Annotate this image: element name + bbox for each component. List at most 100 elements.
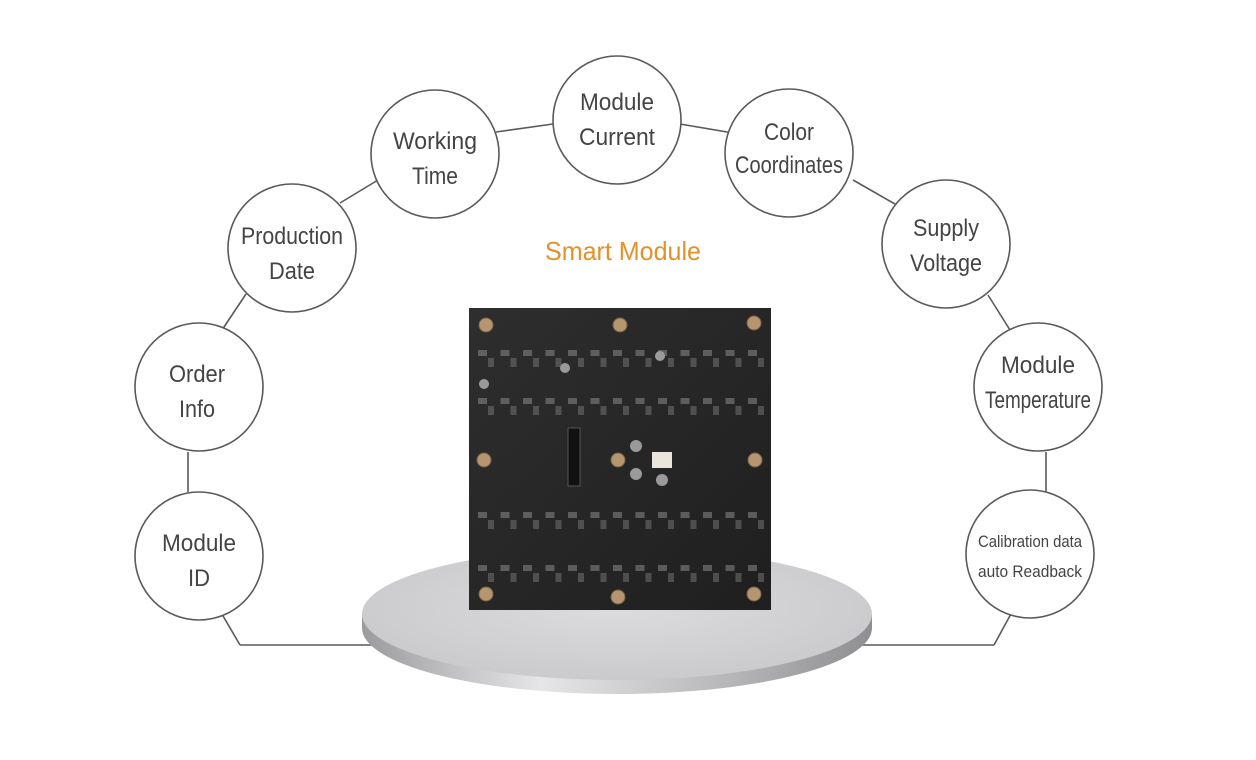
pcb-component [725,565,735,571]
pcb-component [478,565,487,571]
pcb-component [703,565,712,571]
connector-path [187,123,1047,646]
pcb-capacitor [656,474,668,486]
pcb-component [703,512,712,518]
pcb-component [555,573,562,582]
pcb-component [545,512,555,518]
node-module-id: Module ID [134,491,264,621]
pcb-component [555,520,562,529]
pcb-component [635,565,645,571]
pcb-component [613,350,622,356]
node-label-line-1: Supply [913,215,979,242]
pcb-component [668,520,674,529]
pcb-component [758,358,764,367]
pcb-component [478,512,487,518]
pcb-component [748,512,757,518]
pcb-component [510,358,517,367]
pcb-component [500,512,510,518]
pcb-component [533,406,539,415]
pcb-component [590,350,600,356]
pcb-component [613,565,622,571]
pcb-component [668,358,674,367]
pcb-component [713,520,719,529]
pcb-component [690,520,697,529]
pcb-component [488,573,494,582]
node-label-line-1: Working [393,128,477,155]
pcb-component [600,406,607,415]
pcb-header [652,452,672,468]
pcb-component [748,350,757,356]
pcb-component [645,406,652,415]
pcb-component [735,520,742,529]
pcb-component [645,358,652,367]
pcb-component [545,565,555,571]
led-module-panel [469,308,771,610]
pcb-capacitor [560,363,570,373]
pcb-component [680,398,690,404]
pcb-component [735,406,742,415]
pcb-component [713,406,719,415]
pcb-component [690,573,697,582]
diagram-title: Smart Module [545,236,701,266]
pcb-component [623,358,629,367]
pcb-component [533,520,539,529]
pcb-component [533,358,539,367]
pcb-component [523,398,532,404]
pcb-component [668,573,674,582]
node-label-line-2: Info [179,396,215,423]
pcb-component [623,573,629,582]
mounting-screw [612,317,628,333]
pcb-component [523,565,532,571]
pcb-component [690,406,697,415]
pcb-component [523,512,532,518]
node-label-line-2: Coordinates [735,152,843,179]
pcb-component [578,520,584,529]
node-label-line-1: Order [169,361,225,388]
pcb-component [590,398,600,404]
pcb-component [510,520,517,529]
node-working-time: Working Time [370,89,500,219]
node-label-line-2: Date [269,258,315,285]
node-label-line-1: Production [241,223,343,250]
pcb-component [533,573,539,582]
mounting-screw [610,452,626,468]
pcb-component [725,512,735,518]
pcb-component [635,350,645,356]
node-label-line-2: Time [412,163,458,190]
pcb-component [623,520,629,529]
mounting-screw [476,452,492,468]
pcb-component [523,350,532,356]
node-label-line-1: Module [1001,352,1075,379]
node-color-coordinates: Color Coordinates [724,88,854,218]
pcb-component [500,398,510,404]
pcb-component [545,398,555,404]
node-label-line-2: Voltage [910,250,982,277]
pcb-component [713,358,719,367]
pcb-component [568,512,577,518]
node-label-line-1: Color [764,119,814,146]
pcb-component [488,520,494,529]
pcb-component [578,358,584,367]
pcb-component [500,350,510,356]
pcb-component [500,565,510,571]
pcb-component [658,565,667,571]
pcb-component [735,573,742,582]
pcb-component [658,398,667,404]
node-label-line-2: Current [579,124,655,151]
pcb-component [600,358,607,367]
node-label-line-1: Module [580,89,654,116]
pcb-component [488,406,494,415]
pcb-component [748,398,757,404]
mounting-screw [610,589,626,605]
pcb-component [680,350,690,356]
pcb-capacitor [630,440,642,452]
pcb-component [725,350,735,356]
pcb-capacitor [630,468,642,480]
node-production-date: Production Date [227,183,357,313]
pcb-component [590,565,600,571]
pcb-component [568,398,577,404]
pcb-component [600,573,607,582]
pcb-component [590,512,600,518]
pcb-component [645,573,652,582]
